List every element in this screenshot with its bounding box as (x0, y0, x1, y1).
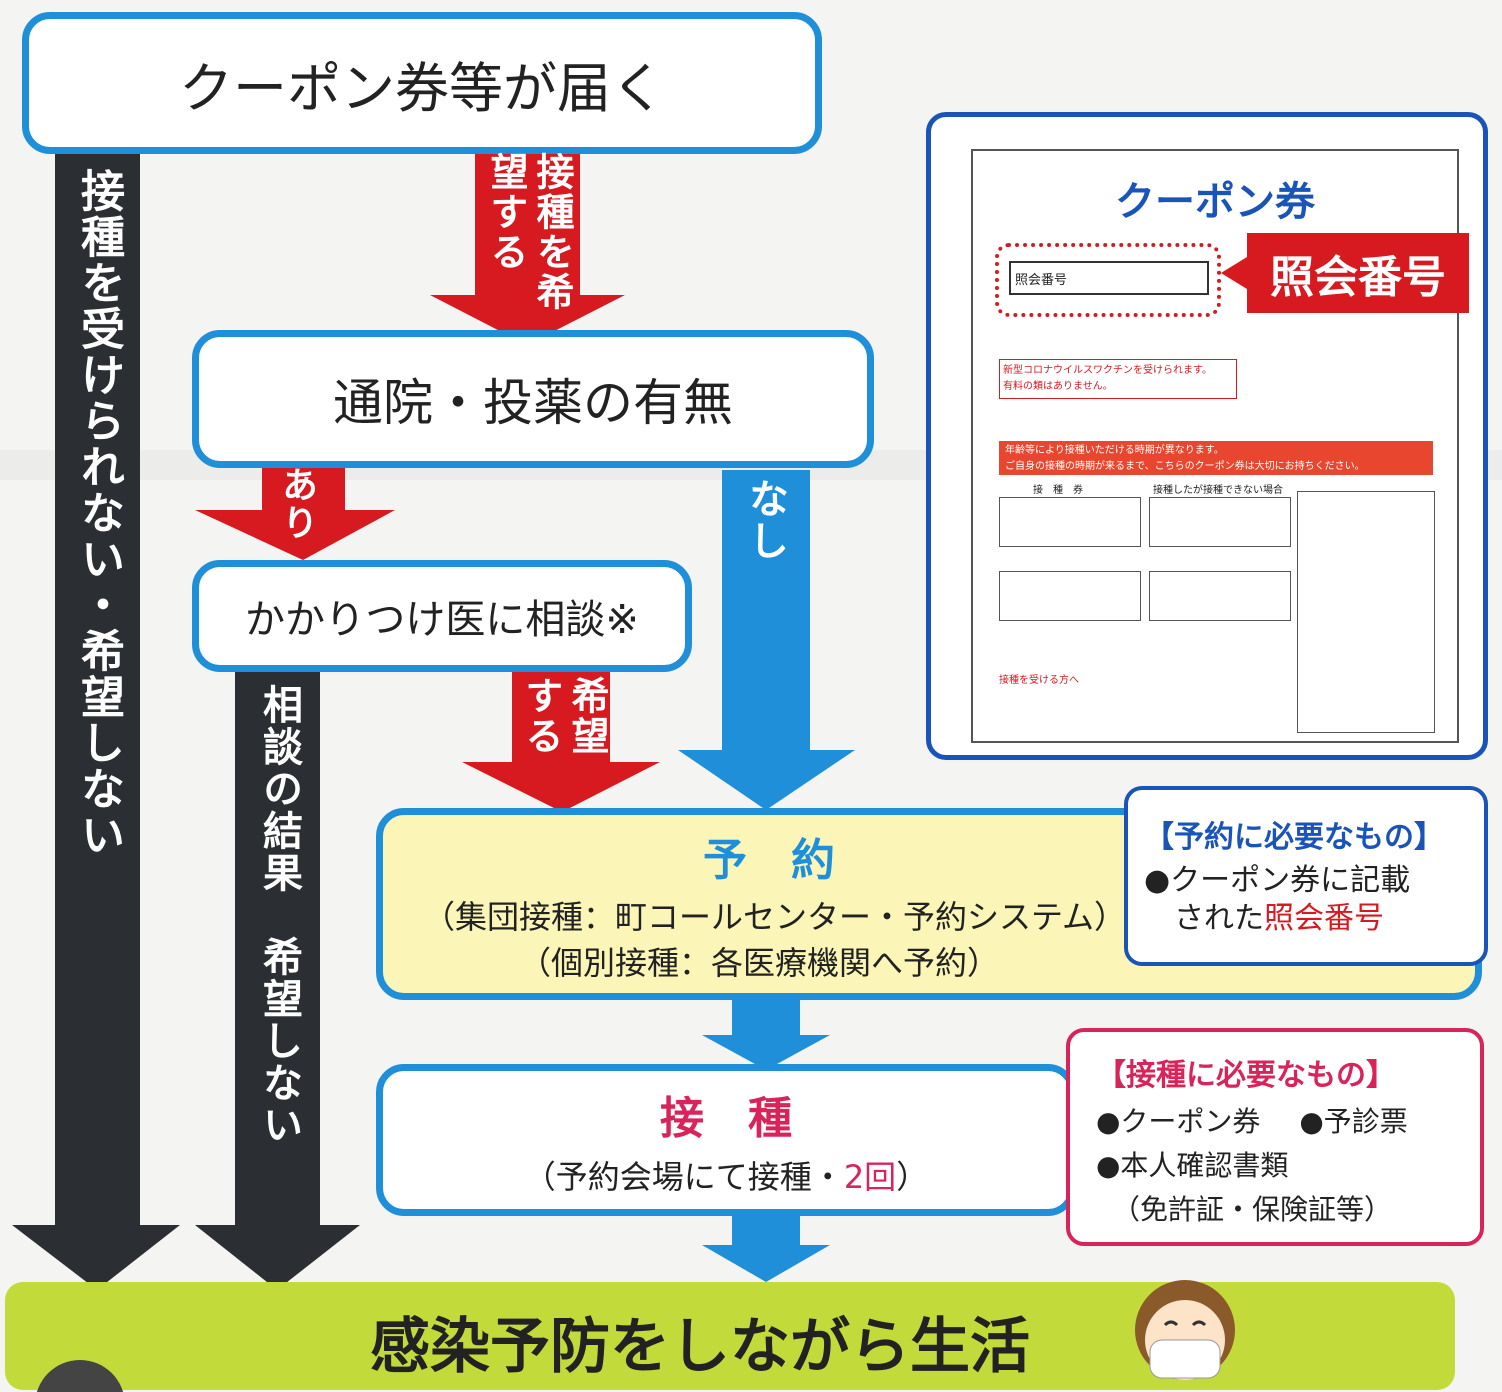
masked-person-illustration (1135, 1280, 1235, 1380)
coupon-arrives-text: クーポン券等が届く (179, 56, 665, 120)
vaccination-title: 接 種 (660, 1093, 792, 1144)
reservation-need-title: 【予約に必要なもの】 (1144, 820, 1444, 855)
vaccination-need-questionnaire: ●予診票 (1299, 1105, 1408, 1138)
coupon-stickers (1297, 491, 1435, 733)
yes-red-arrow (195, 462, 395, 560)
coupon-col2-header: 接種したが接種できない場合 (1153, 485, 1283, 496)
vaccination-line-c: ） (896, 1158, 929, 1196)
coupon-sample-title: クーポン券 (1115, 179, 1315, 225)
vaccination-need-id: ●本人確認書類 (1096, 1149, 1289, 1182)
reservation-need-item-b: された (1174, 901, 1264, 936)
no-label: なし (742, 478, 788, 562)
reference-number-field: 照会番号 (995, 243, 1221, 317)
coupon-note-line2: 有料の類はありません。 (1003, 381, 1113, 392)
reference-number-badge: 照会番号 (1247, 233, 1469, 313)
coupon-banner-line2: ご自身の接種の時期が来るまで、こちらのクーポン券は大切にお持ちください。 (1005, 461, 1365, 472)
coupon-arrives-box: クーポン券等が届く (22, 12, 822, 154)
want-vaccine-text: 接種を希望する (484, 152, 574, 312)
coupon-col1-header: 接 種 券 (1033, 485, 1083, 496)
reservation-title: 予 約 (703, 835, 835, 886)
corner-avatar (36, 1360, 124, 1392)
coupon-table-a (999, 497, 1141, 547)
reservation-line-group: （集団接種：町コールセンター・予約システム） (423, 898, 1127, 936)
reference-number-badge-text: 照会番号 (1270, 252, 1446, 303)
consult-doctor-text: かかりつけ医に相談※ (245, 597, 639, 643)
coupon-table-b (1149, 497, 1291, 547)
coupon-note-line1: 新型コロナウイルスワクチンを受けられます。 (1003, 365, 1212, 376)
vaccinate-to-life-arrow (702, 1215, 830, 1282)
living-with-prevention-text: 感染予防をしながら生活 (370, 1312, 1030, 1382)
vaccination-line-a: （予約会場にて接種・ (523, 1158, 844, 1196)
bottom-bar-bg (5, 1282, 1455, 1390)
reference-number-label: 照会番号 (1015, 273, 1068, 288)
vaccination-need-coupon: ●クーポン券 (1096, 1105, 1261, 1138)
reservation-need-item: ●クーポン券に記載 された照会番号 (1144, 862, 1468, 938)
reservation-need-item-a: ●クーポン券に記載 (1144, 863, 1411, 898)
vaccination-need-callout: 【接種に必要なもの】 ●クーポン券 ●予診票 ●本人確認書類 （免許証・保険証等… (1066, 1028, 1484, 1246)
vaccination-line: （予約会場にて接種・2回） (524, 1152, 928, 1198)
yes-label: あり (276, 466, 317, 542)
reservation-line-individual: （個別接種：各医療機関へ予約） (519, 944, 1000, 982)
consult-doctor-box: かかりつけ医に相談※ (192, 560, 692, 672)
consult-result-text: 相談の結果 希望しない (256, 684, 302, 1146)
consult-dark-arrow (195, 668, 360, 1290)
hope-label: 希望する (519, 676, 609, 756)
reserve-to-vaccinate-arrow (702, 1000, 830, 1070)
coupon-footer: 接種を受ける方へ (999, 675, 1079, 686)
reservation-need-item-c: 照会番号 (1264, 901, 1384, 936)
vaccination-line-b: 2回 (843, 1158, 897, 1196)
clinic-medication-text: 通院・投薬の有無 (333, 374, 733, 432)
cannot-receive-text: 接種を受けられない・希望しない (73, 168, 124, 858)
no-blue-arrow (678, 470, 855, 810)
clinic-medication-box: 通院・投薬の有無 (192, 330, 874, 468)
vaccination-need-id-examples: （免許証・保険証等） (1112, 1193, 1393, 1226)
reservation-need-callout: 【予約に必要なもの】 ●クーポン券に記載 された照会番号 (1124, 786, 1488, 966)
vaccination-need-title: 【接種に必要なもの】 (1096, 1058, 1396, 1093)
coupon-banner-line1: 年齢等により接種いただける時期が異なります。 (1005, 445, 1224, 456)
left-dark-arrow (12, 150, 180, 1290)
badge-pointer (1221, 257, 1247, 289)
coupon-table-d (1149, 571, 1291, 621)
vaccination-box: 接 種 （予約会場にて接種・2回） (376, 1064, 1076, 1216)
coupon-banner: 年齢等により接種いただける時期が異なります。 ご自身の接種の時期が来るまで、こち… (999, 441, 1433, 475)
hope-red-arrow (462, 668, 660, 812)
coupon-note: 新型コロナウイルスワクチンを受けられます。 有料の類はありません。 (999, 359, 1237, 399)
want-red-arrow (430, 148, 625, 345)
coupon-table-c (999, 571, 1141, 621)
coupon-sample-frame: クーポン券 照会番号 新型コロナウイルスワクチンを受けられます。 有料の類はあり… (926, 112, 1488, 760)
